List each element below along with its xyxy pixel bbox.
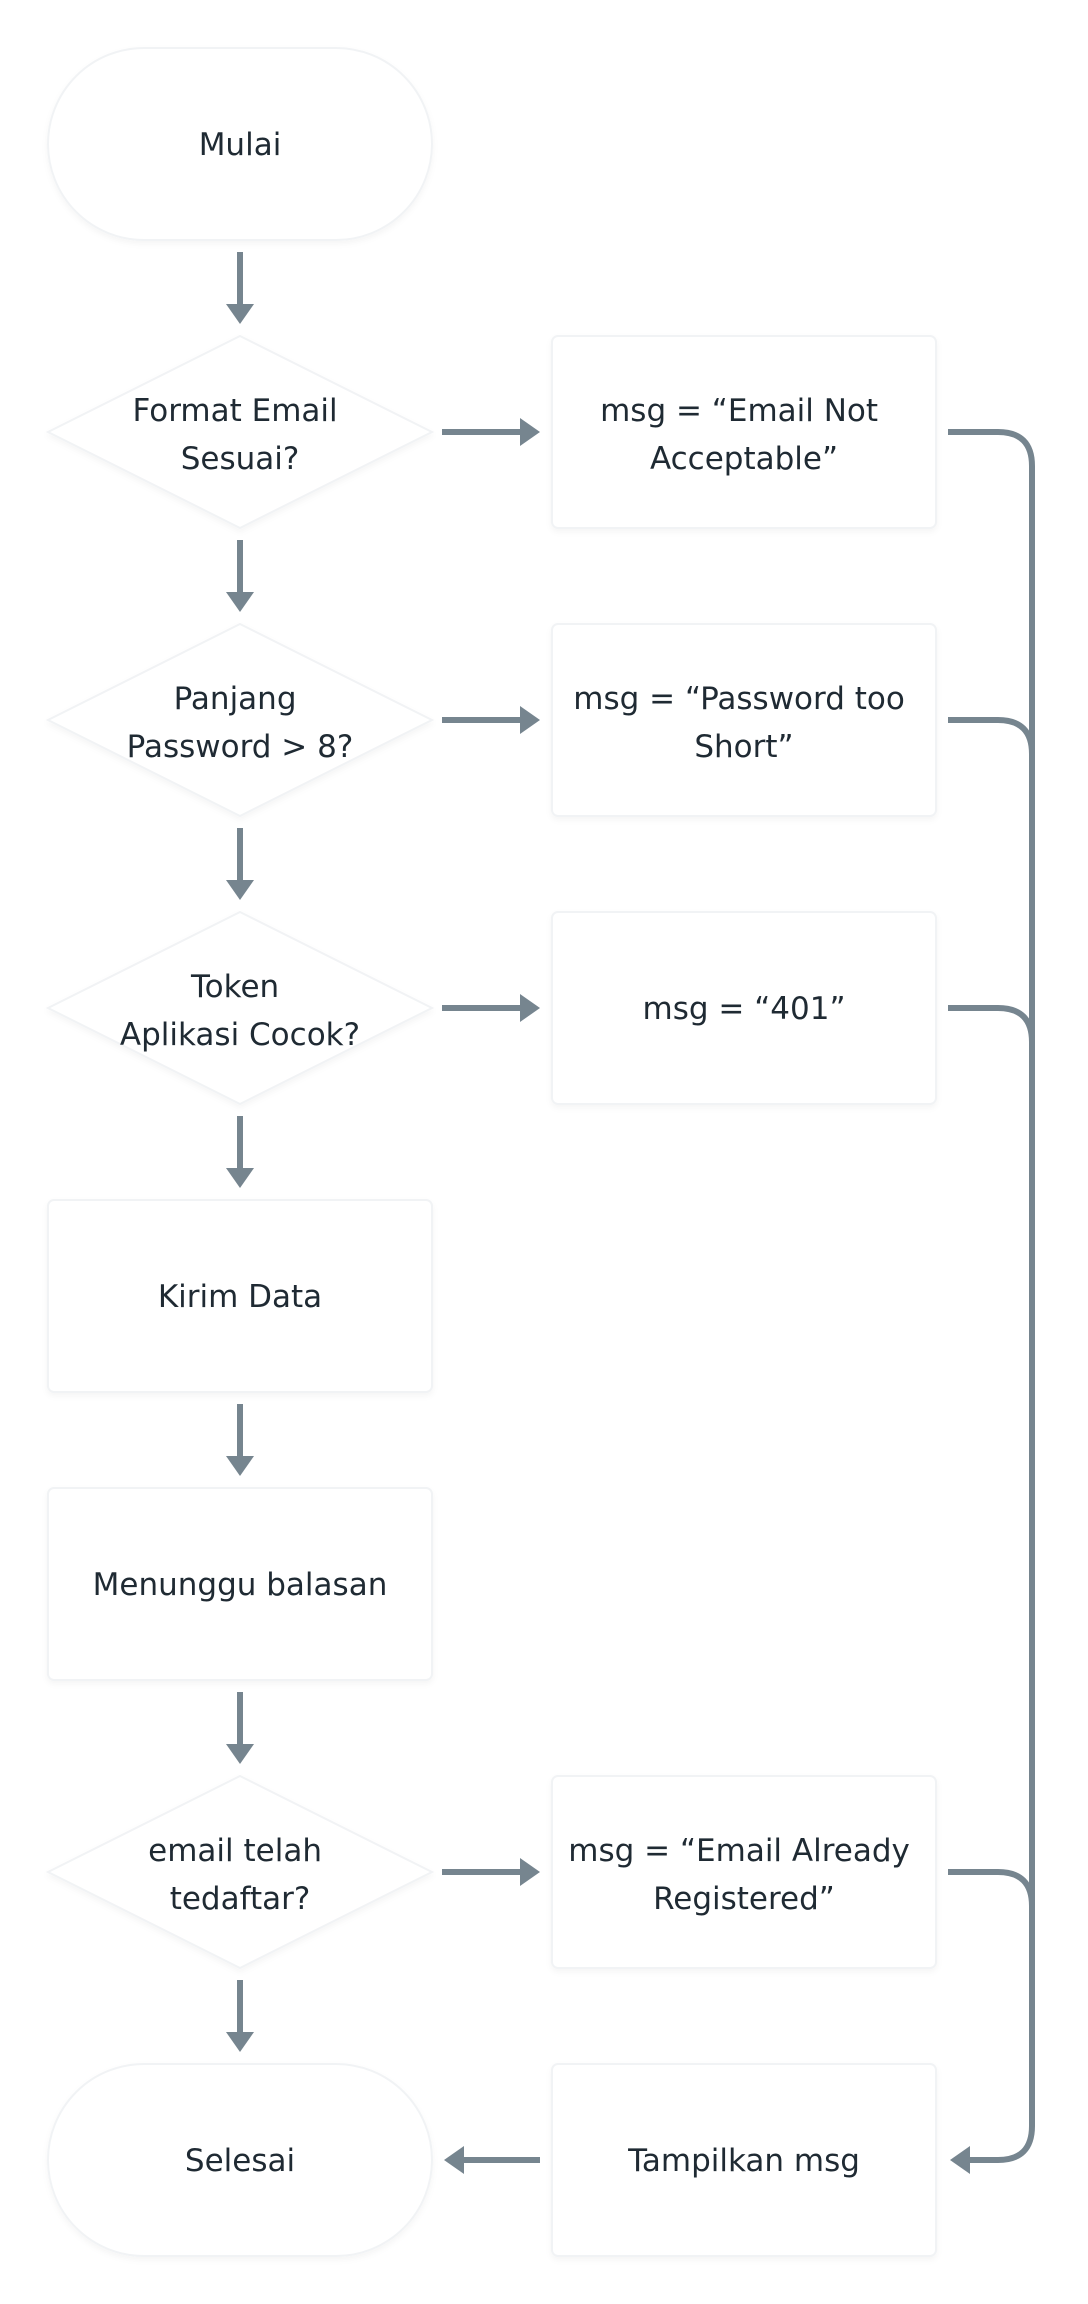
email-format-decision: Format Email Sesuai? — [45, 334, 435, 530]
email-not-acceptable-label: msg = “Email Not Acceptable” — [600, 393, 888, 477]
send-data-label: Kirim Data — [158, 1279, 322, 1315]
wait-reply-label: Menunggu balasan — [93, 1567, 388, 1603]
email-registered-decision: email telah tedaftar? — [45, 1774, 435, 1970]
edge-registered-to-msg — [442, 1858, 540, 1886]
edge-email-to-msg — [442, 418, 540, 446]
password-length-label: Panjang Password > 8? — [127, 681, 354, 765]
edge-show-msg-to-end — [444, 2146, 540, 2174]
password-length-decision: Panjang Password > 8? — [45, 622, 435, 818]
edge-start-to-email — [226, 252, 254, 324]
edge-token-to-send — [226, 1116, 254, 1188]
edge-email-to-password — [226, 540, 254, 612]
edge-password-to-token — [226, 828, 254, 900]
email-not-acceptable-msg-box: msg = “Email Not Acceptable” — [551, 335, 937, 529]
show-msg-label: Tampilkan msg — [627, 2143, 860, 2179]
show-msg-process: Tampilkan msg — [551, 2063, 937, 2257]
password-too-short-label: msg = “Password too Short” — [573, 681, 914, 765]
edge-registered-to-end — [226, 1980, 254, 2052]
send-data-process: Kirim Data — [47, 1199, 433, 1393]
wait-reply-process: Menunggu balasan — [47, 1487, 433, 1681]
email-already-registered-msg-box: msg = “Email Already Registered” — [551, 1775, 937, 1969]
email-format-label: Format Email Sesuai? — [133, 393, 348, 477]
token-decision: Token Aplikasi Cocok? — [45, 910, 435, 1106]
edge-token-to-msg — [442, 994, 540, 1022]
end-node: Selesai — [47, 2063, 433, 2257]
token-decision-label: Token Aplikasi Cocok? — [120, 969, 360, 1053]
end-label: Selesai — [185, 2143, 295, 2179]
edge-send-to-wait — [226, 1404, 254, 1476]
edge-password-to-msg — [442, 706, 540, 734]
edge-msg-bus — [948, 429, 1035, 2174]
token-401-label: msg = “401” — [643, 991, 846, 1027]
edge-wait-to-registered — [226, 1692, 254, 1764]
token-401-msg-box: msg = “401” — [551, 911, 937, 1105]
start-label: Mulai — [199, 127, 282, 163]
email-already-registered-label: msg = “Email Already Registered” — [568, 1833, 919, 1917]
start-node: Mulai — [47, 47, 433, 241]
password-too-short-msg-box: msg = “Password too Short” — [551, 623, 937, 817]
email-registered-label: email telah tedaftar? — [148, 1833, 332, 1917]
